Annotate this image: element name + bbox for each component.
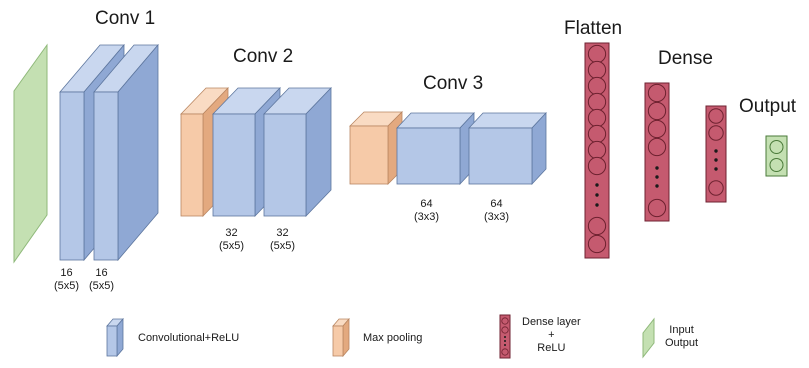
filter-count: 16 <box>95 267 108 279</box>
output-title: Output <box>739 96 797 117</box>
legend-conv-icon-front <box>106 325 118 357</box>
dense-column-ellipsis-dot-3 <box>655 184 659 188</box>
conv1-filter-label-1: 16 (5x5) <box>54 267 79 293</box>
dense-column-node-5 <box>647 198 667 218</box>
dense-2-column-node-3 <box>708 180 724 196</box>
legend-dense-node-1 <box>501 317 509 325</box>
input-plane <box>13 43 48 264</box>
filter-count: 32 <box>276 227 289 239</box>
dense-2-column-ellipsis-dot-1 <box>714 149 718 153</box>
flatten-column-node-8 <box>587 156 607 176</box>
flatten-column-ellipsis-dot-1 <box>595 183 599 187</box>
conv2-pool-block-front <box>180 113 204 217</box>
filter-count: 16 <box>60 267 73 279</box>
legend-dense-line-3: ReLU <box>537 342 566 354</box>
conv1-title: Conv 1 <box>95 8 156 29</box>
legend-pool-icon-side <box>342 317 350 358</box>
dense-column-node-4 <box>647 137 667 157</box>
legend-dense-ellipsis-dot-1 <box>504 336 506 338</box>
legend-io-line-1: Input <box>669 324 694 336</box>
flatten-column-node-6 <box>587 124 607 144</box>
flatten-column-node-9 <box>587 216 607 236</box>
conv2-filter-label-1: 32 (5x5) <box>219 227 244 253</box>
conv3-pool-block-front <box>349 125 389 185</box>
flatten-column-node-3 <box>587 76 607 96</box>
kernel-size: (3x3) <box>484 211 510 223</box>
flatten-column-ellipsis-dot-2 <box>595 193 599 197</box>
conv2-block-1-front <box>212 113 256 217</box>
legend-conv-label: Convolutional+ReLU <box>138 332 240 344</box>
flatten-column-node-2 <box>587 60 607 80</box>
legend-dense-node-2 <box>501 326 509 334</box>
kernel-size: (3x3) <box>414 211 440 223</box>
dense-2-column-ellipsis-dot-2 <box>714 158 718 162</box>
legend-dense-ellipsis-dot-3 <box>504 344 506 346</box>
filter-count: 64 <box>420 198 433 210</box>
filter-count: 32 <box>225 227 238 239</box>
output-node-1 <box>769 140 784 154</box>
kernel-size: (5x5) <box>219 240 245 252</box>
output-node-2 <box>769 158 784 172</box>
kernel-size: (5x5) <box>54 280 80 292</box>
dense-title: Dense <box>658 48 713 69</box>
flatten-column-node-4 <box>587 92 607 112</box>
legend-io-line-2: Output <box>665 337 699 349</box>
conv1-slab-2-front <box>93 91 119 261</box>
legend-dense-line-2: + <box>548 329 555 341</box>
dense-column-node-3 <box>647 119 667 139</box>
flatten-column-ellipsis-dot-3 <box>595 203 599 207</box>
dense-column-node-1 <box>647 83 667 103</box>
flatten-column-node-10 <box>587 234 607 254</box>
conv3-block-2-front <box>468 127 533 185</box>
conv3-block-1-front <box>396 127 461 185</box>
dense-2-column-ellipsis-dot-3 <box>714 167 718 171</box>
dense-column-node-2 <box>647 101 667 121</box>
kernel-size: (5x5) <box>89 280 115 292</box>
conv3-filter-label-2: 64 (3x3) <box>484 198 509 224</box>
flatten-title: Flatten <box>564 18 623 39</box>
kernel-size: (5x5) <box>270 240 296 252</box>
legend-pool-label: Max pooling <box>363 332 423 344</box>
legend-dense-label: Dense layer + ReLU <box>522 316 581 355</box>
dense-2-column-node-1 <box>708 108 724 124</box>
conv3-filter-label-1: 64 (3x3) <box>414 198 439 224</box>
dense-column-ellipsis-dot-1 <box>655 166 659 170</box>
flatten-column-node-1 <box>587 44 607 64</box>
conv2-filter-label-2: 32 (5x5) <box>270 227 295 253</box>
conv2-block-2-front <box>263 113 307 217</box>
conv1-slab-1-front <box>59 91 85 261</box>
conv2-title: Conv 2 <box>233 46 294 67</box>
flatten-column-node-7 <box>587 140 607 160</box>
flatten-column-node-5 <box>587 108 607 128</box>
dense-2-column-node-2 <box>708 125 724 141</box>
legend-io-icon <box>642 317 655 359</box>
legend-dense-line-1: Dense layer <box>522 316 581 328</box>
dense-column-ellipsis-dot-2 <box>655 175 659 179</box>
legend-dense-node-3 <box>501 348 509 356</box>
legend-conv-icon-side <box>116 317 124 358</box>
filter-count: 64 <box>490 198 503 210</box>
conv1-filter-label-2: 16 (5x5) <box>89 267 114 293</box>
conv3-title: Conv 3 <box>423 73 484 94</box>
legend-io-label: Input Output <box>665 324 698 350</box>
legend-pool-icon-front <box>332 325 344 357</box>
legend-dense-ellipsis-dot-2 <box>504 340 506 342</box>
